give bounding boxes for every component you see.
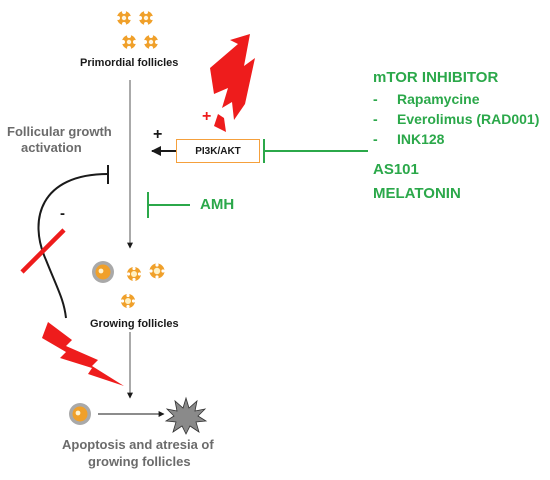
growing-follicle-small-icon xyxy=(69,403,91,425)
as101-label: AS101 xyxy=(373,161,419,178)
lightning-bolt-tip-icon xyxy=(214,114,226,132)
feedback-curve xyxy=(37,173,109,319)
apoptosis-label-line1: Apoptosis and atresia of xyxy=(62,437,214,452)
growing-follicles-label: Growing follicles xyxy=(90,318,179,330)
inhibitor-bullet-2: - xyxy=(373,111,378,127)
primordial-follicles-icon xyxy=(116,10,159,50)
apoptosis-label-line2: growing follicles xyxy=(88,454,191,469)
inhibitor-item-ink128: INK128 xyxy=(397,131,445,147)
positive-sign-red: + xyxy=(202,108,212,125)
apoptotic-cell-icon xyxy=(164,396,208,435)
inhibitor-item-rapamycine: Rapamycine xyxy=(397,91,480,107)
mtor-inhibitor-title: mTOR INHIBITOR xyxy=(373,69,499,86)
melatonin-label: MELATONIN xyxy=(373,185,461,202)
growth-activation-label-line1: Follicular growth xyxy=(7,124,112,139)
amh-label: AMH xyxy=(200,196,235,213)
growth-activation-label-line2: activation xyxy=(21,140,82,155)
lightning-bolt-lower-icon xyxy=(42,322,124,386)
growing-follicles-icon xyxy=(92,261,165,309)
negative-sign: - xyxy=(60,205,65,222)
positive-sign-black: + xyxy=(153,126,163,143)
inhibitor-bullet-3: - xyxy=(373,131,378,147)
inhibitor-bullet-1: - xyxy=(373,91,378,107)
mtor-inhibition-tbar xyxy=(263,139,368,163)
inhibitor-item-everolimus: Everolimus (RAD001) xyxy=(397,111,540,127)
amh-inhibition-tbar xyxy=(147,192,190,218)
blocked-slash-icon xyxy=(20,228,66,274)
primordial-follicles-label: Primordial follicles xyxy=(80,57,179,69)
pi3k-akt-box: PI3K/AKT xyxy=(176,139,260,163)
pi3k-akt-label: PI3K/AKT xyxy=(195,145,241,157)
lightning-bolt-icon xyxy=(210,34,255,120)
